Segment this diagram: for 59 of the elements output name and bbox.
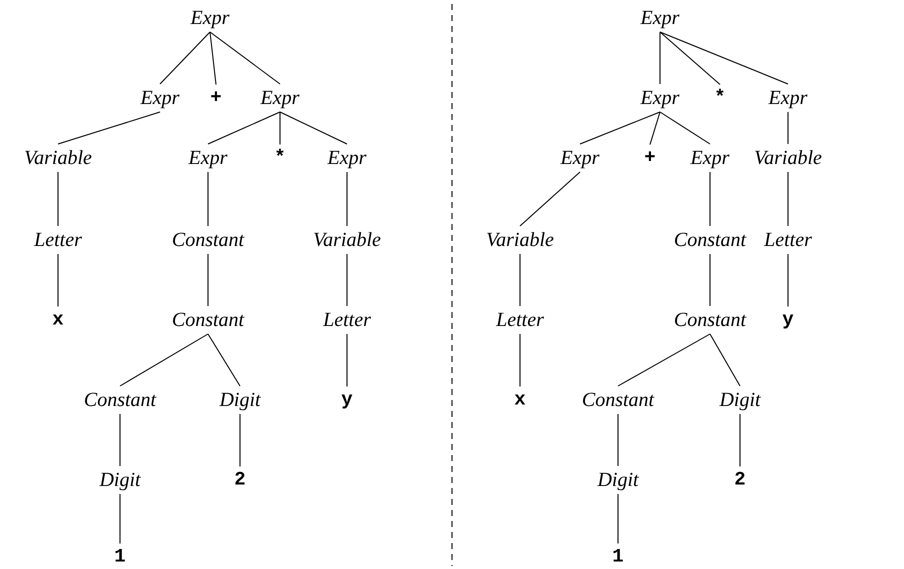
nonterminal-label: Variable [22, 144, 94, 172]
terminal-symbol: 1 [610, 544, 626, 569]
nonterminal-label: Digit [595, 466, 641, 494]
tree-edge [660, 112, 710, 144]
tree-edge [618, 334, 710, 386]
nonterminal-label: Variable [484, 226, 556, 254]
terminal-symbol: * [712, 84, 728, 112]
nonterminal-label: Digit [217, 386, 263, 414]
terminal-symbol: 1 [112, 544, 128, 569]
terminal-symbol: y [780, 306, 796, 334]
nonterminal-label: Expr [258, 84, 302, 112]
tree-edge [710, 334, 740, 386]
nonterminal-label: Constant [672, 226, 748, 254]
nonterminal-label: Expr [558, 144, 602, 172]
tree-edge [280, 112, 348, 144]
nonterminal-label: Expr [326, 144, 368, 172]
tree-edge [210, 32, 216, 86]
nonterminal-label: Constant [82, 386, 158, 414]
nonterminal-label: Constant [580, 386, 656, 414]
terminal-symbol: + [642, 144, 658, 172]
nonterminal-label: Digit [717, 386, 763, 414]
nonterminal-label: Expr [766, 84, 810, 112]
tree-edge [650, 112, 660, 146]
tree-edge [210, 32, 280, 84]
nonterminal-label: Constant [170, 306, 246, 334]
tree-edge [346, 172, 348, 226]
nonterminal-label: Letter [494, 306, 546, 334]
tree-edge [580, 112, 660, 144]
tree-edge [520, 172, 580, 226]
tree-edge [58, 112, 160, 144]
nonterminal-label: Expr [188, 4, 232, 32]
nonterminal-label: Constant [672, 306, 748, 334]
nonterminal-label: Letter [32, 226, 84, 254]
nonterminal-label: Expr [186, 144, 230, 172]
terminal-symbol: y [339, 386, 355, 414]
tree-edge [120, 334, 208, 386]
tree-edge [208, 334, 240, 386]
nonterminal-label: Expr [638, 84, 682, 112]
nonterminal-label: Digit [97, 466, 143, 494]
nonterminal-label: Letter [321, 306, 373, 334]
terminal-symbol: x [50, 306, 66, 334]
nonterminal-label: Expr [138, 84, 182, 112]
terminal-symbol: x [512, 386, 528, 414]
nonterminal-label: Letter [762, 226, 814, 254]
terminal-symbol: * [272, 144, 288, 172]
nonterminal-label: Expr [688, 144, 732, 172]
tree-edge [660, 32, 788, 84]
nonterminal-label: Variable [311, 226, 383, 254]
tree-edge [660, 32, 720, 86]
terminal-symbol: 2 [232, 466, 248, 494]
terminal-symbol: + [208, 84, 224, 112]
nonterminal-label: Expr [638, 4, 682, 32]
tree-edge [346, 254, 348, 306]
tree-edge [208, 112, 280, 144]
nonterminal-label: Constant [170, 226, 246, 254]
tree-edge [346, 334, 348, 388]
terminal-symbol: 2 [732, 466, 748, 494]
tree-edge [160, 32, 210, 84]
nonterminal-label: Variable [752, 144, 824, 172]
